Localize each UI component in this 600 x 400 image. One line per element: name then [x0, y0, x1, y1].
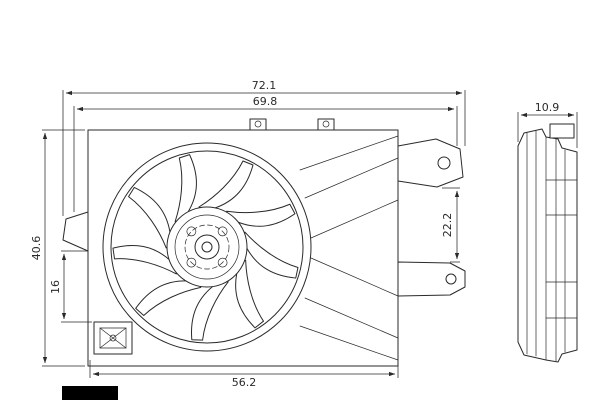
top-tab-right — [317, 118, 335, 131]
dim-overall-width: 72.1 — [62, 79, 466, 216]
top-tab-left-hole — [254, 120, 262, 128]
motor-shaft-boss — [194, 234, 220, 260]
dim-lower-offset-label: 16 — [49, 280, 62, 294]
bolt-circle — [184, 224, 230, 270]
top-tab-left — [249, 118, 267, 131]
bracket-hole — [437, 156, 451, 170]
dim-overall-height-label: 40.6 — [30, 236, 43, 261]
watermark-block — [62, 386, 118, 400]
dim-shroud-width-label: 69.8 — [253, 95, 278, 108]
front-view — [62, 118, 466, 367]
dim-overall-height: 40.6 — [30, 129, 85, 367]
dim-bracket-spacing-label: 22.2 — [441, 213, 454, 238]
support-ribs — [299, 135, 399, 361]
left-mount-tab — [62, 211, 89, 252]
dim-side-depth: 10.9 — [517, 101, 578, 148]
mounting-bracket-top-right — [397, 138, 464, 188]
bracket-hole — [445, 273, 457, 285]
dimensions: 72.1 69.8 10.9 40.6 16 — [30, 79, 578, 389]
side-view — [517, 123, 578, 363]
bolt-hole — [217, 226, 228, 237]
bottom-left-connector — [93, 321, 133, 355]
cooling-fan — [102, 142, 312, 352]
bolt-hole — [186, 226, 197, 237]
fan-hub — [166, 206, 248, 288]
motor-shaft — [201, 241, 213, 253]
dim-side-depth-label: 10.9 — [535, 101, 560, 114]
dim-bracket-spacing: 22.2 — [441, 187, 460, 263]
fan-ring-inner — [110, 150, 304, 344]
dim-overall-width-label: 72.1 — [252, 79, 277, 92]
dim-shroud-width: 69.8 — [73, 95, 458, 212]
dim-lower-offset: 16 — [49, 250, 92, 323]
shroud-outline — [62, 118, 399, 367]
dim-mounting-width: 56.2 — [89, 360, 399, 389]
side-profile — [517, 128, 578, 363]
side-top-bracket — [549, 123, 575, 139]
mounting-bracket-bottom-right — [397, 261, 466, 297]
dim-mounting-width-label: 56.2 — [232, 376, 257, 389]
bolt-hole — [217, 257, 228, 268]
top-tab-right-hole — [322, 120, 330, 128]
bolt-hole — [186, 257, 197, 268]
